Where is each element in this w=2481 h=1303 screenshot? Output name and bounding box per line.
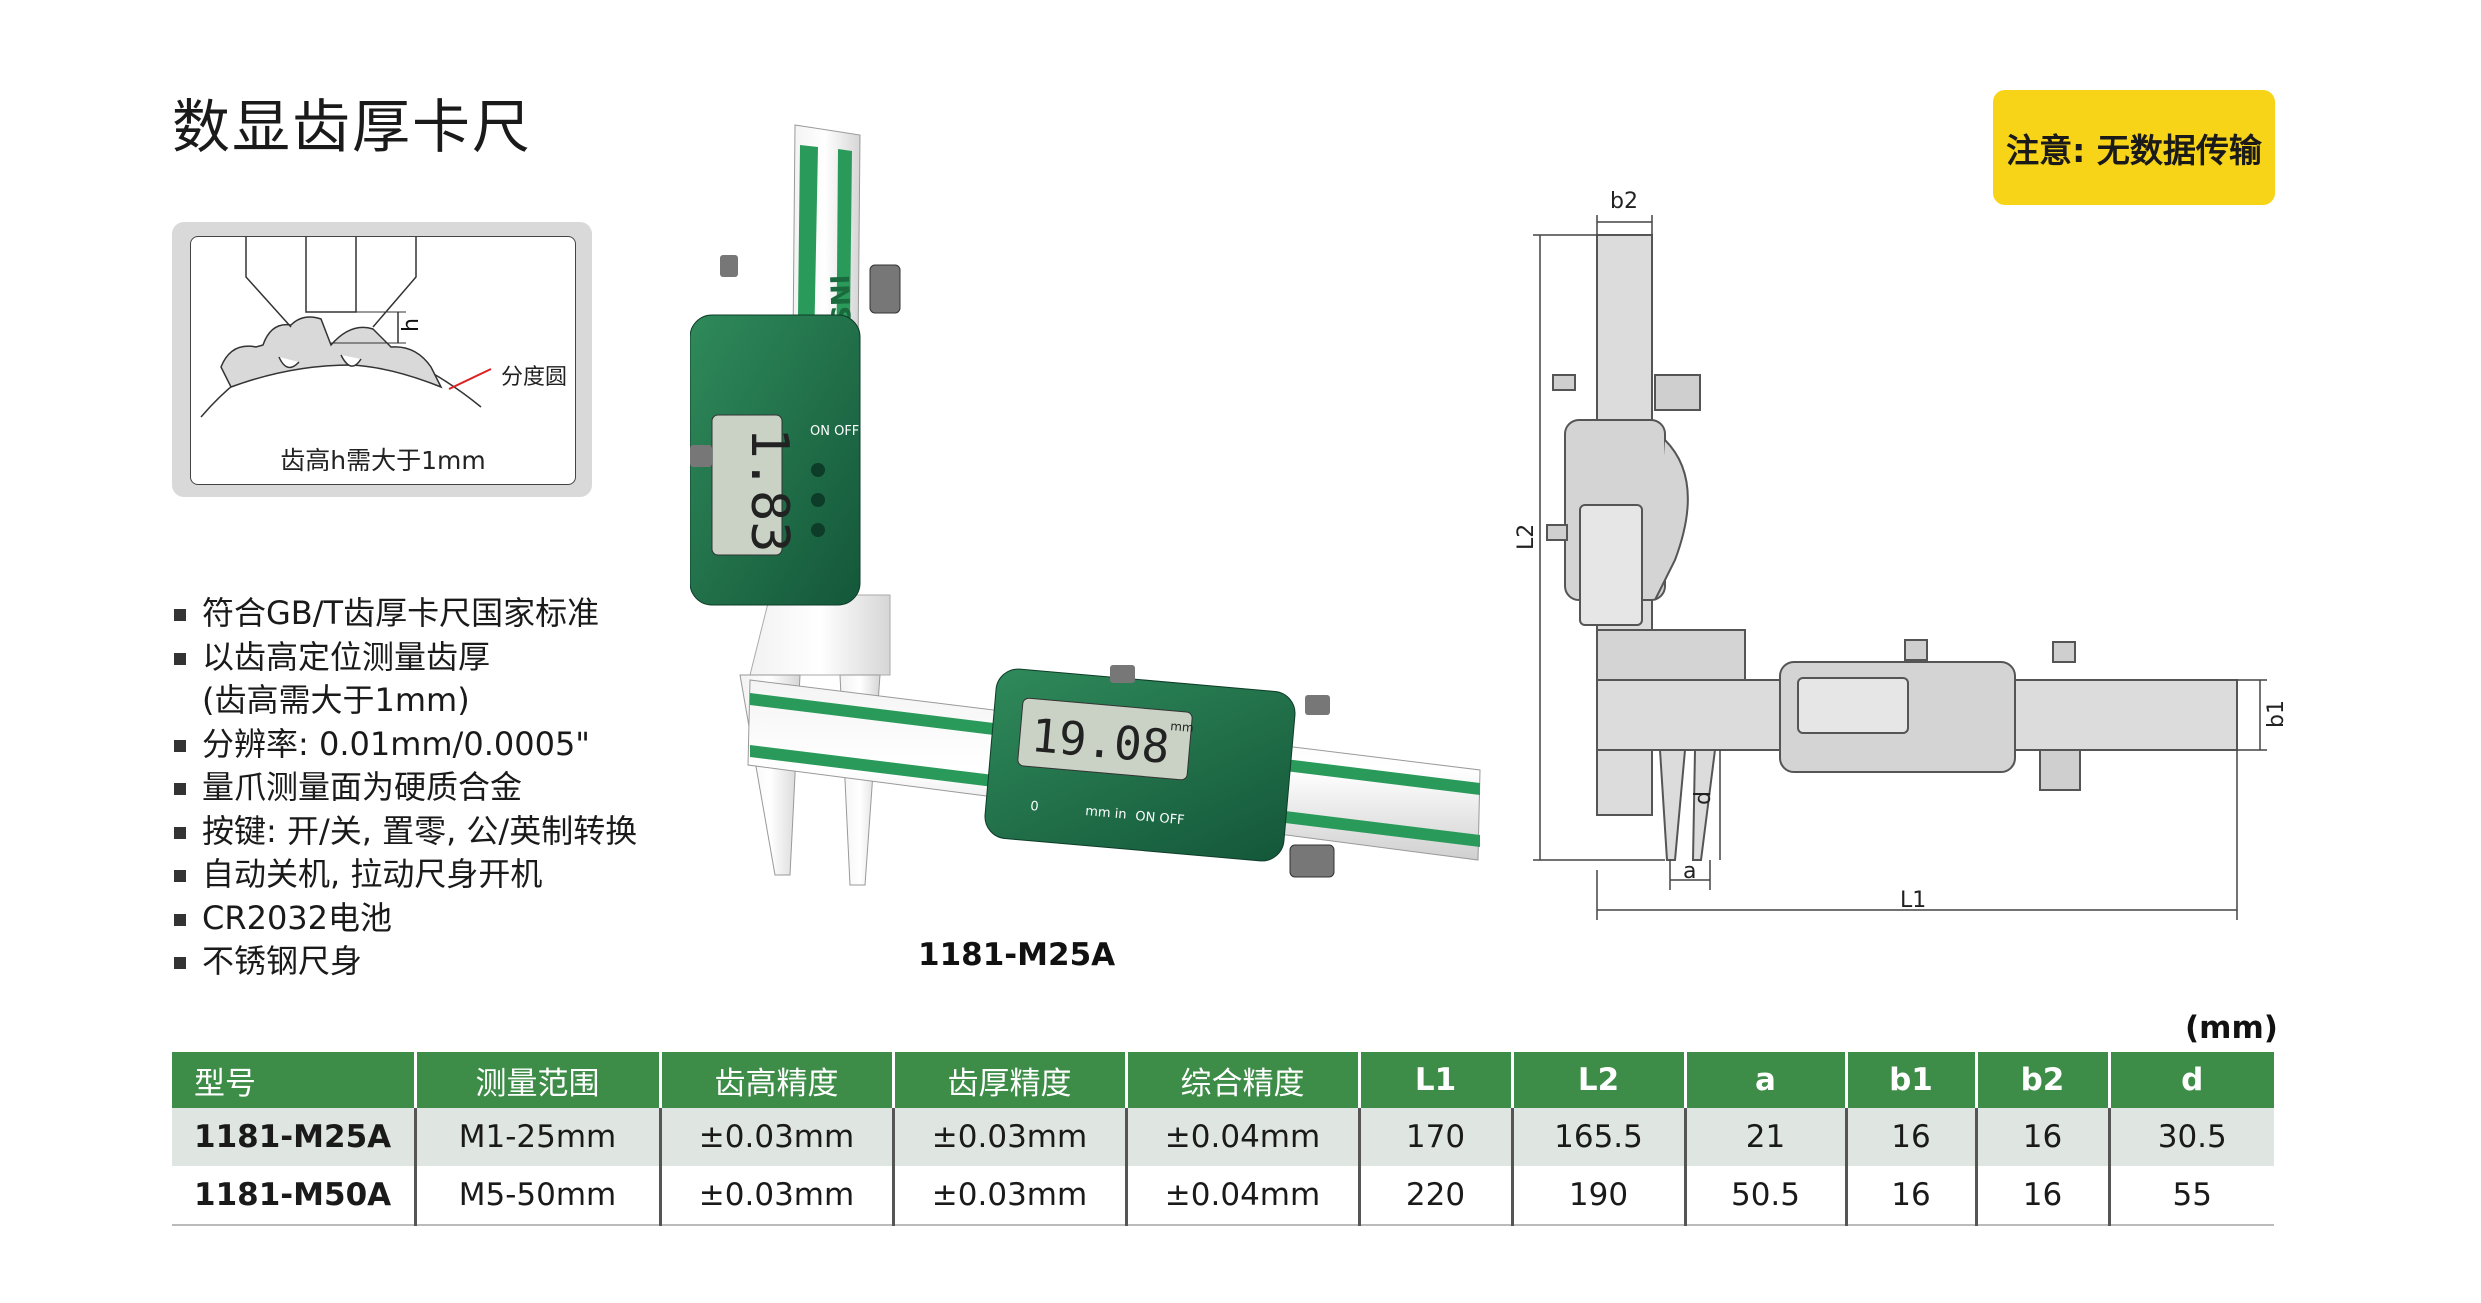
square-bullet-icon (174, 913, 186, 926)
cell-L2: 165.5 (1512, 1108, 1687, 1166)
square-bullet-icon (174, 957, 186, 969)
feature-item: 按键: 开/关, 置零, 公/英制转换 (172, 810, 637, 854)
cell-b2: 16 (1976, 1108, 2111, 1166)
tooth-diagram-panel: h 分度圆 齿高h需大于1mm (172, 222, 592, 497)
vertical-lcd-reading: 1.83 (739, 427, 799, 552)
feature-item: 符合GB/T齿厚卡尺国家标准 (172, 592, 637, 636)
L1-dimension-label: L1 (1900, 888, 1926, 913)
knob (720, 255, 738, 277)
photo-caption: 1181-M25A (918, 937, 1116, 973)
col-header-tooth-thickness-accuracy: 齿厚精度 (893, 1052, 1128, 1108)
feature-item: 不锈钢尺身 (172, 940, 637, 984)
square-bullet-icon (174, 826, 186, 839)
table-header-row: 型号 测量范围 齿高精度 齿厚精度 综合精度 L1 L2 a b1 b2 d (172, 1052, 2274, 1108)
col-header-b1: b1 (1846, 1052, 1978, 1108)
cell-tooth-height-accuracy: ±0.03mm (660, 1108, 895, 1166)
d-dimension-label: d (1691, 791, 1716, 805)
knob (1305, 695, 1330, 715)
pitch-circle-label: 分度圆 (501, 365, 568, 390)
cell-b1: 16 (1846, 1108, 1978, 1166)
feature-item: CR2032电池 (172, 897, 637, 941)
cell-b2: 16 (1976, 1166, 2111, 1226)
feature-item: 以齿高定位测量齿厚(齿高需大于1mm) (172, 636, 637, 723)
knob (690, 445, 712, 467)
h-label: h (399, 318, 424, 332)
tooth-height-caption: 齿高h需大于1mm (280, 446, 486, 475)
col-header-a: a (1685, 1052, 1848, 1108)
square-bullet-icon (174, 652, 186, 665)
spec-table: 型号 测量范围 齿高精度 齿厚精度 综合精度 L1 L2 a b1 b2 d 1… (172, 1052, 2274, 1226)
square-bullet-icon (174, 870, 186, 882)
col-header-tooth-height-accuracy: 齿高精度 (660, 1052, 895, 1108)
page-title: 数显齿厚卡尺 (172, 93, 533, 161)
table-unit-label: (mm) (2185, 1010, 2278, 1046)
vertical-button-zero (811, 523, 825, 537)
square-bullet-icon (174, 783, 186, 795)
locking-screw (1289, 844, 1335, 878)
vertical-button-onoff (811, 463, 825, 477)
caliper-product-image: INSIZE INSIZE 1.83 ON OFF 19.08 mm 0 mm … (690, 124, 1481, 886)
horizontal-lcd (1017, 697, 1193, 781)
vertical-lcd (711, 414, 783, 556)
cell-L1: 170 (1359, 1108, 1514, 1166)
locking-screw (869, 264, 901, 314)
on-off-button-label: ON OFF (1135, 809, 1185, 828)
feature-item: 分辨率: 0.01mm/0.0005" (172, 723, 637, 767)
cell-tooth-thickness-accuracy: ±0.03mm (893, 1166, 1128, 1226)
knob (1110, 665, 1135, 683)
dimension-drawing: b2 L2 b1 d a L1 (1515, 189, 2289, 920)
feature-item: 量爪测量面为硬质合金 (172, 766, 637, 810)
square-bullet-icon (174, 609, 186, 621)
col-header-range: 测量范围 (415, 1052, 662, 1108)
col-header-L2: L2 (1512, 1052, 1687, 1108)
cell-L1: 220 (1359, 1166, 1514, 1226)
cell-tooth-height-accuracy: ±0.03mm (660, 1166, 895, 1226)
lcd-unit-label: mm (1170, 719, 1195, 735)
horizontal-lcd-reading: 19.08 (1029, 708, 1172, 774)
table-row: 1181-M50A M5-50mm ±0.03mm ±0.03mm ±0.04m… (172, 1166, 2274, 1226)
notice-badge: 注意: 无数据传输 (1993, 90, 2275, 205)
col-header-b2: b2 (1976, 1052, 2111, 1108)
cell-L2: 190 (1512, 1166, 1687, 1226)
b1-dimension-label: b1 (2264, 700, 2289, 728)
L2-dimension-label: L2 (1515, 524, 1539, 550)
col-header-model: 型号 (172, 1052, 417, 1108)
cell-a: 21 (1685, 1108, 1848, 1166)
feature-list: 符合GB/T齿厚卡尺国家标准 以齿高定位测量齿厚(齿高需大于1mm) 分辨率: … (172, 592, 637, 984)
square-bullet-icon (174, 739, 186, 752)
col-header-overall-accuracy: 综合精度 (1126, 1052, 1361, 1108)
cell-b1: 16 (1846, 1166, 1978, 1226)
a-dimension-label: a (1683, 859, 1696, 884)
col-header-L1: L1 (1359, 1052, 1514, 1108)
cell-range: M5-50mm (415, 1166, 662, 1226)
unit-button-label: mm in (1085, 804, 1127, 823)
cell-overall-accuracy: ±0.04mm (1126, 1166, 1361, 1226)
b2-dimension-label: b2 (1610, 189, 1638, 214)
zero-button-label: 0 (1030, 799, 1040, 815)
col-header-d: d (2109, 1052, 2274, 1108)
cell-d: 55 (2109, 1166, 2274, 1226)
table-row: 1181-M25A M1-25mm ±0.03mm ±0.03mm ±0.04m… (172, 1108, 2274, 1166)
gear-tooth-drawing: h (200, 237, 492, 418)
cell-range: M1-25mm (415, 1108, 662, 1166)
feature-item: 自动关机, 拉动尺身开机 (172, 853, 637, 897)
cell-model: 1181-M25A (172, 1108, 417, 1166)
cell-a: 50.5 (1685, 1166, 1848, 1226)
cell-d: 30.5 (2109, 1108, 2274, 1166)
cell-model: 1181-M50A (172, 1166, 417, 1226)
tooth-diagram: h 分度圆 齿高h需大于1mm (190, 236, 576, 485)
cell-tooth-thickness-accuracy: ±0.03mm (893, 1108, 1128, 1166)
on-off-button-label: ON OFF (810, 424, 859, 439)
cell-overall-accuracy: ±0.04mm (1126, 1108, 1361, 1166)
vertical-button-unit (811, 493, 825, 507)
